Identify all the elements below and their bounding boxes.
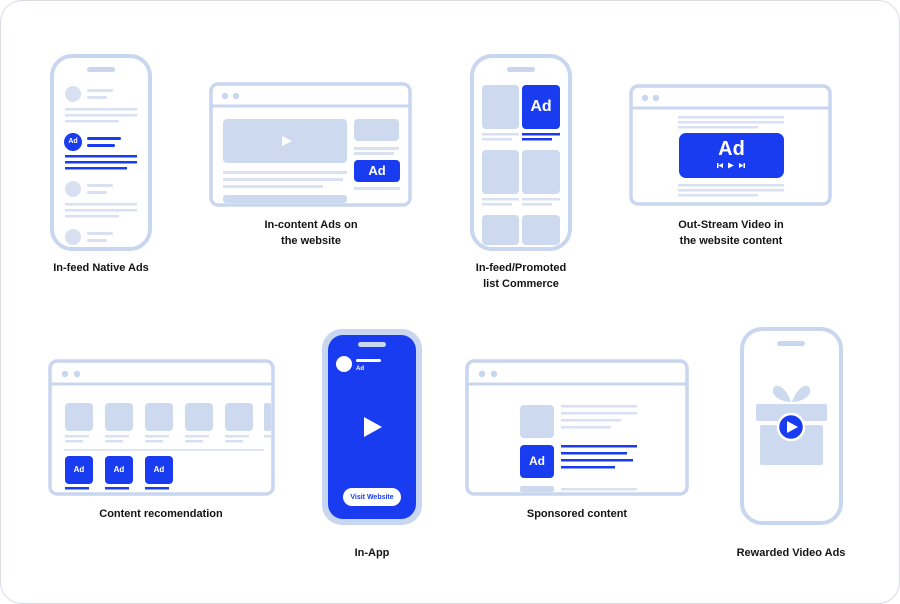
video-ad-block — [679, 133, 784, 178]
ad-label: Ad — [529, 454, 545, 468]
out-stream-browser — [629, 84, 832, 206]
caption-out-stream: Out-Stream Video in the website content — [646, 217, 816, 249]
ad-block — [354, 160, 400, 182]
caption-line: Rewarded Video Ads — [736, 547, 846, 559]
caption-line: Content recomendation — [99, 508, 223, 520]
caption-line: the website — [281, 235, 341, 247]
in-feed-native-phone — [50, 54, 152, 251]
caption-line: Out-Stream Video in — [678, 219, 784, 231]
gift-icon — [756, 385, 827, 465]
caption-line: In-content Ads on — [264, 219, 358, 231]
ad-block — [520, 445, 554, 478]
rewarded-video-phone — [740, 327, 843, 525]
ad-label: Ad — [368, 163, 386, 178]
caption-line: In-App — [354, 547, 390, 559]
ad-block — [522, 85, 560, 129]
in-app-phone — [322, 329, 422, 525]
caption-in-feed-promoted: In-feed/Promoted list Commerce — [439, 260, 603, 292]
caption-content-recommendation: Content recomendation — [61, 506, 261, 522]
ad-avatar — [64, 133, 82, 151]
caption-line: In-feed/Promoted — [475, 262, 567, 274]
ad-label: Ad — [718, 138, 745, 160]
caption-line: list Commerce — [483, 278, 559, 290]
ad-label: Ad — [356, 366, 364, 372]
media-controls-icon — [717, 162, 745, 169]
visit-website-button — [343, 488, 401, 506]
caption-line: the website content — [679, 235, 783, 247]
play-icon — [282, 136, 292, 146]
caption-rewarded-video: Rewarded Video Ads — [706, 545, 876, 561]
caption-in-feed-native: In-feed Native Ads — [21, 260, 181, 276]
visit-website-label[interactable]: Visit Website — [350, 494, 394, 501]
sponsored-browser — [465, 359, 689, 496]
play-icon — [364, 417, 382, 437]
caption-sponsored: Sponsored content — [487, 506, 667, 522]
ad-label: Ad — [153, 465, 165, 474]
caption-in-content: In-content Ads on the website — [231, 217, 391, 249]
ad-label: Ad — [530, 98, 552, 115]
in-content-browser — [209, 82, 412, 207]
ad-label: Ad — [73, 465, 85, 474]
caption-in-app: In-App — [322, 545, 422, 561]
ad-label: Ad — [113, 465, 125, 474]
content-recommendation-browser — [48, 359, 275, 496]
caption-line: In-feed Native Ads — [53, 262, 149, 274]
promoted-list-phone — [470, 54, 572, 251]
play-icon — [787, 421, 798, 433]
caption-line: Sponsored content — [526, 508, 628, 520]
ad-label: Ad — [68, 138, 78, 145]
